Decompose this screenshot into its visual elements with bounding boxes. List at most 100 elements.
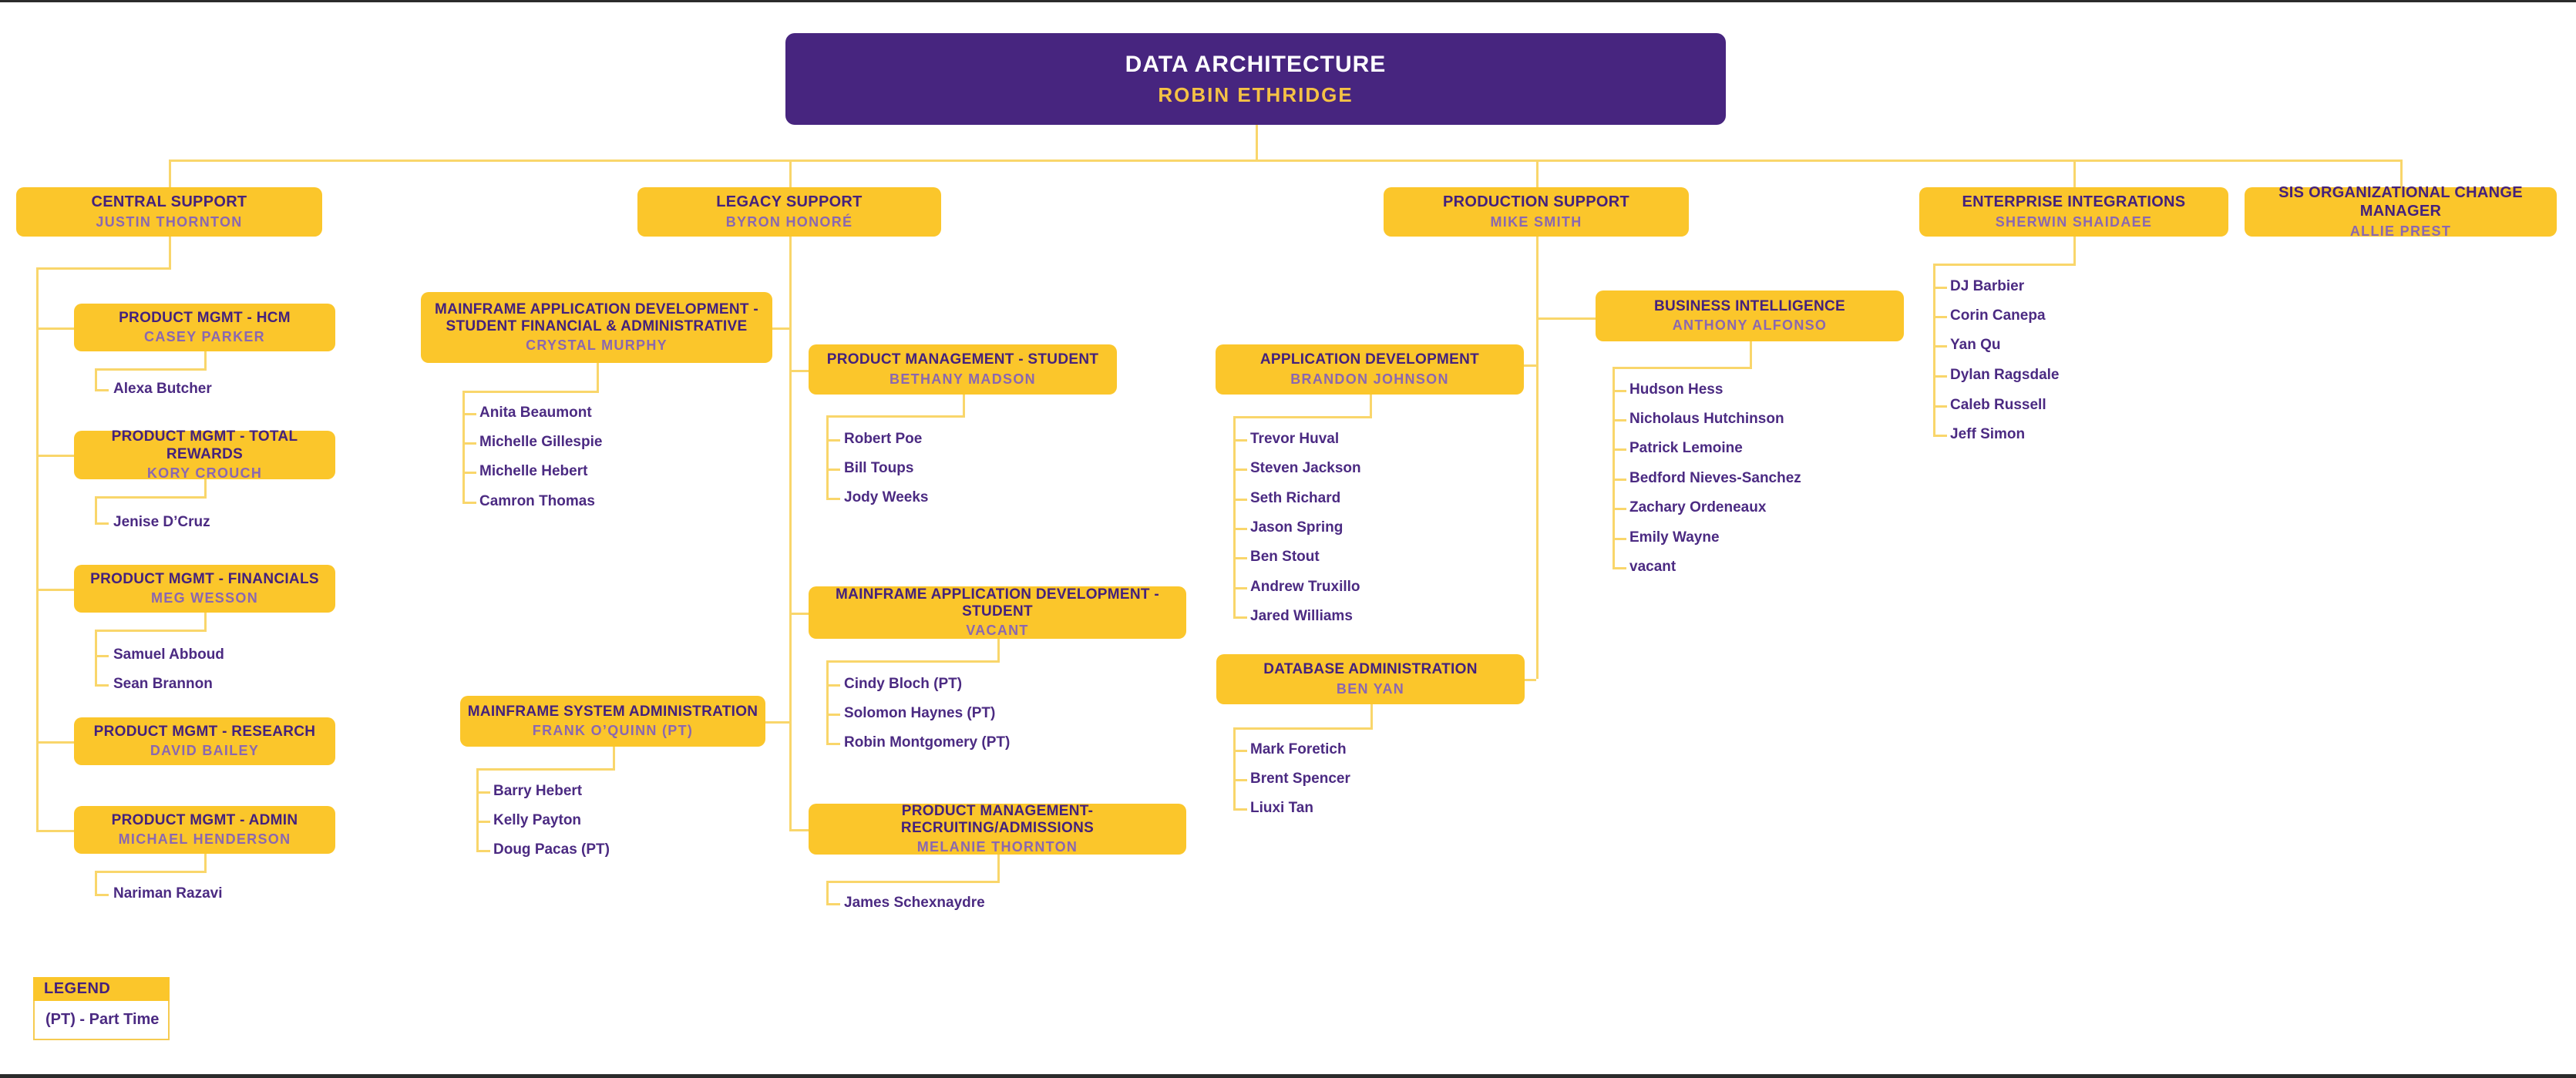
connector-line: [1933, 375, 1947, 378]
connector-line: [95, 684, 109, 687]
branch-manager: SHERWIN SHAIDAEE: [1995, 213, 2153, 230]
team-box-product-mgmt-financials: PRODUCT MGMT - FINANCIALS MEG WESSON: [74, 565, 335, 613]
connector-line: [1933, 287, 1947, 289]
connector-line: [1233, 499, 1247, 501]
connector-line: [826, 684, 840, 687]
member-name: Bedford Nieves-Sanchez: [1629, 470, 1801, 486]
connector-line: [997, 855, 1000, 881]
member-name: James Schexnaydre: [844, 895, 985, 911]
team-box-product-mgmt-hcm: PRODUCT MGMT - HCM CASEY PARKER: [74, 304, 335, 351]
connector-line: [1233, 808, 1247, 811]
member-name: Bill Toups: [844, 460, 914, 476]
connector-line: [1933, 435, 1947, 437]
connector-line: [462, 472, 476, 474]
team-manager: CRYSTAL MURPHY: [526, 338, 668, 354]
team-manager: KORY CROUCH: [146, 465, 263, 481]
team-box-product-mgmt-total-rewards: PRODUCT MGMT - TOTAL REWARDS KORY CROUCH: [74, 428, 335, 481]
connector-line: [963, 395, 965, 415]
connector-line: [204, 479, 207, 496]
connector-line: [462, 391, 465, 502]
member-name: Steven Jackson: [1250, 460, 1361, 476]
member-name: Jeff Simon: [1950, 426, 2026, 442]
connector-line: [1233, 727, 1373, 730]
connector-line: [826, 498, 840, 500]
connector-line: [613, 747, 615, 768]
branch-title: PRODUCTION SUPPORT: [1442, 193, 1630, 211]
connector-line: [95, 894, 109, 896]
connector-line: [1613, 479, 1626, 481]
branch-manager: MIKE SMITH: [1490, 213, 1582, 230]
connector-line: [36, 267, 39, 830]
connector-line: [169, 160, 2403, 162]
team-title: PRODUCT MANAGEMENT- RECRUITING/ADMISSION…: [900, 802, 1095, 836]
connector-line: [95, 871, 207, 873]
connector-line: [1233, 416, 1372, 418]
team-manager: BRANDON JOHNSON: [1290, 371, 1449, 387]
connector-line: [1370, 704, 1373, 727]
member-name: Yan Qu: [1950, 337, 2001, 353]
connector-line: [772, 327, 789, 330]
team-title: PRODUCT MGMT - RESEARCH: [93, 723, 316, 740]
connector-line: [169, 237, 171, 267]
team-manager: MICHAEL HENDERSON: [118, 831, 291, 848]
connector-line: [36, 455, 74, 457]
connector-line: [462, 442, 476, 445]
branch-box-central-support: CENTRAL SUPPORT JUSTIN THORNTON: [16, 187, 322, 237]
team-box-product-mgmt-research: PRODUCT MGMT - RESEARCH DAVID BAILEY: [74, 717, 335, 765]
branch-box-production-support: PRODUCTION SUPPORT MIKE SMITH: [1384, 187, 1689, 237]
team-manager: MEG WESSON: [150, 590, 258, 606]
connector-line: [1233, 587, 1247, 589]
member-name: Robin Montgomery (PT): [844, 734, 1011, 751]
connector-line: [1750, 341, 1752, 367]
connector-line: [1613, 390, 1626, 392]
team-manager: FRANK O’QUINN (PT): [532, 723, 694, 739]
member-name: Nicholaus Hutchinson: [1629, 411, 1784, 427]
connector-line: [476, 768, 615, 771]
team-title: MAINFRAME APPLICATION DEVELOPMENT - STUD…: [835, 586, 1160, 620]
connector-line: [1233, 528, 1247, 530]
connector-line: [597, 363, 599, 391]
connector-line: [826, 468, 840, 471]
team-manager: DAVID BAILEY: [150, 743, 260, 759]
member-name: Doug Pacas (PT): [493, 841, 610, 858]
team-manager: CASEY PARKER: [144, 329, 265, 345]
member-name: Trevor Huval: [1250, 431, 1340, 447]
connector-line: [95, 368, 207, 371]
connector-line: [1536, 160, 1539, 187]
member-name: Sean Brannon: [113, 676, 213, 692]
branch-manager: ALLIE PREST: [2349, 223, 2452, 239]
connector-line: [1370, 395, 1372, 416]
team-box-database-administration: DATABASE ADMINISTRATION BEN YAN: [1216, 654, 1525, 704]
connector-line: [1613, 567, 1626, 569]
root-manager: ROBIN ETHRIDGE: [1158, 82, 1354, 106]
member-name: Brent Spencer: [1250, 771, 1350, 787]
connector-line: [1536, 317, 1596, 320]
connector-line: [2073, 160, 2076, 187]
branch-box-legacy-support: LEGACY SUPPORT BYRON HONORÉ: [637, 187, 941, 237]
connector-line: [997, 639, 1000, 660]
connector-line: [1933, 405, 1947, 408]
connector-line: [1233, 468, 1247, 471]
member-name: Andrew Truxillo: [1250, 579, 1360, 595]
bottom-border: [0, 1074, 2576, 1078]
branch-title: LEGACY SUPPORT: [716, 193, 863, 211]
member-name: Hudson Hess: [1629, 381, 1723, 398]
connector-line: [95, 655, 109, 657]
member-name: Dylan Ragsdale: [1950, 367, 2060, 383]
connector-line: [1233, 616, 1247, 619]
connector-line: [36, 589, 74, 591]
member-name: Jason Spring: [1250, 519, 1343, 536]
branch-box-enterprise-integrations: ENTERPRISE INTEGRATIONS SHERWIN SHAIDAEE: [1919, 187, 2228, 237]
top-border: [0, 0, 2576, 2]
connector-line: [2400, 160, 2403, 187]
member-name: Anita Beaumont: [479, 405, 592, 421]
connector-line: [204, 854, 207, 871]
team-box-business-intelligence: BUSINESS INTELLIGENCE ANTHONY ALFONSO: [1596, 290, 1904, 341]
member-name: Kelly Payton: [493, 812, 582, 828]
team-title: MAINFRAME APPLICATION DEVELOPMENT - STUD…: [434, 301, 759, 334]
member-name: Barry Hebert: [493, 783, 583, 799]
member-name: Robert Poe: [844, 431, 923, 447]
connector-line: [95, 496, 207, 499]
member-name: Samuel Abboud: [113, 646, 224, 663]
connector-line: [36, 267, 171, 270]
